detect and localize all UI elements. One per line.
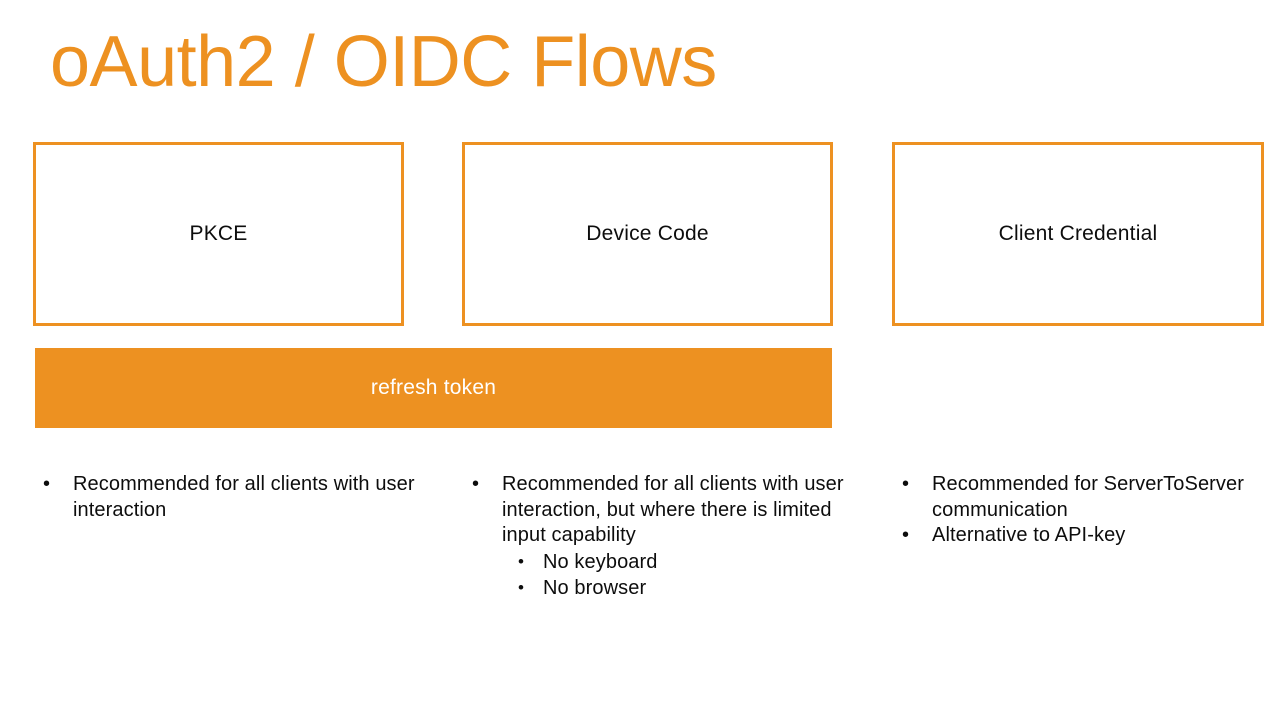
bullet-sub-list: • No keyboard • No browser bbox=[465, 549, 865, 601]
flow-box-label: PKCE bbox=[189, 222, 248, 245]
bullet-column-device-code: • Recommended for all clients with user … bbox=[465, 472, 865, 601]
list-item-text: Recommended for all clients with user in… bbox=[502, 473, 844, 546]
flow-box-pkce[interactable]: PKCE bbox=[33, 142, 404, 326]
list-item: • Recommended for ServerToServer communi… bbox=[895, 472, 1270, 523]
bullet-dot-icon: • bbox=[518, 577, 525, 597]
bullet-list: • Recommended for all clients with user … bbox=[36, 472, 436, 523]
refresh-token-label: refresh token bbox=[370, 376, 497, 399]
refresh-token-bar[interactable]: refresh token bbox=[35, 348, 832, 428]
list-item-text: Recommended for ServerToServer communica… bbox=[932, 473, 1245, 521]
list-item-text: No browser bbox=[543, 576, 647, 599]
bullet-list: • Recommended for ServerToServer communi… bbox=[895, 472, 1270, 549]
flow-box-label: Client Credential bbox=[998, 222, 1158, 245]
bullet-dot-icon: • bbox=[472, 473, 480, 495]
list-item: • Recommended for all clients with user … bbox=[465, 472, 865, 549]
list-item: • No browser bbox=[515, 575, 865, 601]
list-item-text: No keyboard bbox=[543, 550, 658, 573]
list-item-text: Recommended for all clients with user in… bbox=[73, 473, 415, 521]
flow-box-client-credential[interactable]: Client Credential bbox=[892, 142, 1264, 326]
bullet-dot-icon: • bbox=[43, 473, 51, 495]
list-item-text: Alternative to API-key bbox=[932, 524, 1126, 546]
list-item: • No keyboard bbox=[515, 549, 865, 575]
flow-box-device-code[interactable]: Device Code bbox=[462, 142, 833, 326]
bullet-dot-icon: • bbox=[902, 524, 910, 546]
list-item: • Alternative to API-key bbox=[895, 523, 1270, 549]
bullet-column-client-credential: • Recommended for ServerToServer communi… bbox=[895, 472, 1270, 549]
flow-boxes-row: PKCE Device Code Client Credential bbox=[0, 142, 1280, 326]
bullet-list: • Recommended for all clients with user … bbox=[465, 472, 865, 549]
list-item: • Recommended for all clients with user … bbox=[36, 472, 436, 523]
flow-box-label: Device Code bbox=[586, 222, 709, 245]
slide-title: oAuth2 / OIDC Flows bbox=[50, 22, 717, 102]
bullet-column-pkce: • Recommended for all clients with user … bbox=[36, 472, 436, 523]
bullet-dot-icon: • bbox=[518, 551, 525, 571]
bullet-dot-icon: • bbox=[902, 473, 910, 495]
